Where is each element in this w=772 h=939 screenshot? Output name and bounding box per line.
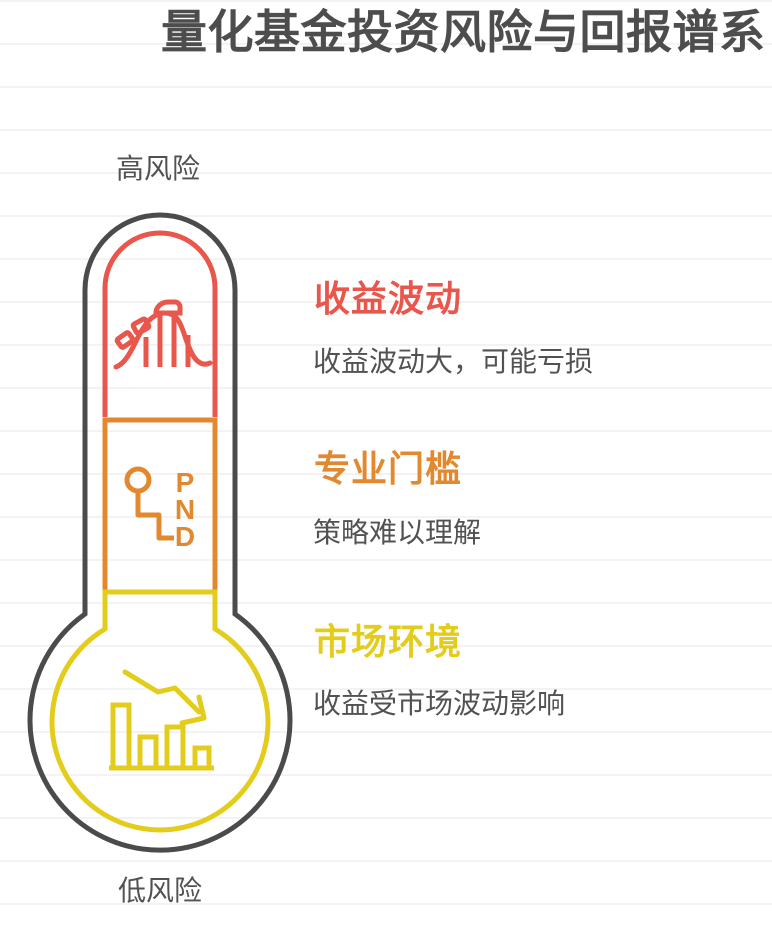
gear-letter-d: D [175, 521, 195, 552]
gear-knob [124, 466, 152, 494]
declining-arrow-shaft [122, 669, 202, 715]
section-heading-volatility: 收益波动 [314, 278, 463, 319]
section-heading-market: 市场环境 [314, 621, 463, 662]
thermometer-graphic [27, 212, 293, 853]
chart-bar-4 [192, 745, 212, 771]
section-desc-market: 收益受市场波动影响 [313, 688, 566, 719]
gear-path [135, 491, 174, 541]
gear-shifter-icon: P N D [124, 466, 195, 552]
gear-letter-p: P [176, 467, 195, 498]
low-risk-label: 低风险 [118, 875, 203, 906]
thermometer-red-segment [102, 230, 218, 417]
thermometer-outer-shape [27, 212, 293, 853]
high-risk-label: 高风险 [116, 153, 201, 184]
gear-letter-n: N [175, 494, 195, 525]
section-desc-expertise: 策略难以理解 [313, 517, 482, 548]
roller-coaster-icon [113, 299, 213, 370]
section-heading-expertise: 专业门槛 [314, 448, 463, 489]
declining-arrow-head [179, 694, 207, 726]
thermometer-orange-segment [102, 417, 218, 592]
chart-bar-1 [110, 702, 132, 771]
chart-bar-2 [137, 734, 159, 771]
section-desc-volatility: 收益波动大，可能亏损 [313, 346, 594, 377]
page-title: 量化基金投资风险与回报谱系 [161, 6, 766, 58]
chart-bar-3 [164, 724, 186, 771]
declining-bar-chart-icon [109, 669, 214, 771]
thermometer-yellow-segment [49, 589, 271, 833]
